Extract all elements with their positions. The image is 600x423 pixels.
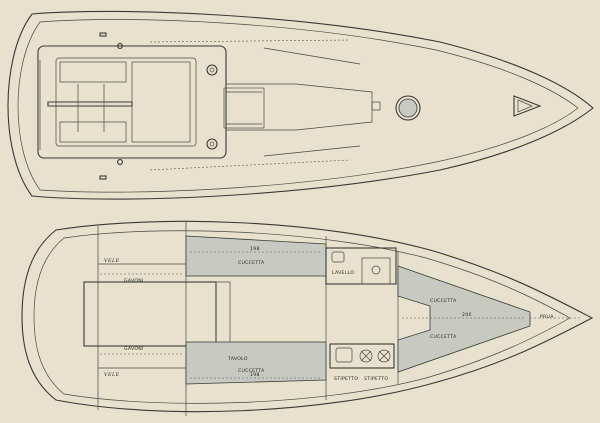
label-gavoni-2: GAVONI — [124, 346, 144, 352]
galley-stove — [329, 343, 395, 369]
label-gavoni-1: GAVONI — [124, 278, 144, 284]
wc-box — [361, 257, 391, 285]
cleat-aft-stbd — [99, 175, 107, 180]
burner-2-icon — [377, 349, 391, 363]
forward-hatch — [513, 95, 542, 117]
genoa-track-stbd — [149, 159, 351, 171]
deck-hull-outline — [7, 10, 594, 200]
galley-sink — [335, 347, 353, 363]
small-deck-hatch — [371, 101, 381, 111]
dim-198-top: 198 — [250, 246, 260, 252]
label-tavolo: TAVOLO — [227, 356, 248, 362]
label-cuccetta-top: CUCCETTA — [238, 260, 265, 266]
dim-200: 200 — [462, 312, 472, 318]
cockpit-bench — [131, 61, 191, 143]
label-lavello: LAVELLO — [332, 270, 354, 276]
label-vele-bottom: VELE — [104, 372, 120, 378]
dim-198-bottom: 198 — [250, 372, 260, 378]
burner-1-icon — [359, 349, 373, 363]
label-stipetto-1: STIPETTO — [334, 376, 358, 382]
label-cuccetta-fwd-bottom: CUCCETTA — [430, 334, 457, 340]
burner-2-cross — [378, 350, 390, 362]
saloon-berth-port — [185, 235, 327, 277]
companionway-hatch — [223, 87, 265, 129]
cleat-aft-port — [99, 32, 107, 37]
toe-rail-port — [263, 47, 361, 65]
deck-plan — [7, 10, 594, 200]
accommodation-plan: VELE VELE GAVONI GAVONI CUCCETTA CUCCETT… — [21, 220, 594, 416]
wc-basin — [331, 251, 345, 263]
winch-port-icon — [206, 64, 218, 76]
cockpit-locker-stbd — [59, 121, 127, 143]
engine-box — [215, 281, 231, 347]
cockpit-coaming — [37, 45, 227, 159]
tiller — [47, 101, 133, 107]
fairlead-stbd — [117, 159, 123, 165]
burner-1-cross — [360, 350, 372, 362]
winch-stbd-core — [209, 141, 215, 147]
v-berth — [397, 265, 531, 373]
interior-liner — [33, 230, 571, 404]
label-cuccetta-fwd-top: CUCCETTA — [430, 298, 457, 304]
genoa-track-port — [149, 39, 351, 43]
label-cuccetta-bottom: CUCCETTA — [238, 368, 265, 374]
cockpit-locker-port — [59, 61, 127, 83]
wc-bowl-icon — [371, 265, 381, 275]
mast-step-icon — [395, 95, 421, 121]
forward-hatch-inner — [517, 99, 533, 113]
fairlead-port — [117, 43, 123, 49]
deck-inner-edge — [17, 19, 579, 193]
saloon-berth-stbd — [185, 341, 327, 385]
coach-roof — [226, 83, 373, 131]
toe-rail-stbd — [263, 145, 361, 157]
mast-step-fill — [398, 98, 418, 118]
label-stipetto-2: STIPETTO — [364, 376, 388, 382]
label-prua: PRUA — [540, 314, 554, 320]
winch-port-core — [209, 67, 215, 73]
cockpit-well-below — [83, 281, 217, 347]
label-vele-top: VELE — [104, 258, 120, 264]
wc-compartment — [325, 247, 397, 285]
winch-stbd-icon — [206, 138, 218, 150]
interior-hull-outline — [21, 220, 594, 413]
